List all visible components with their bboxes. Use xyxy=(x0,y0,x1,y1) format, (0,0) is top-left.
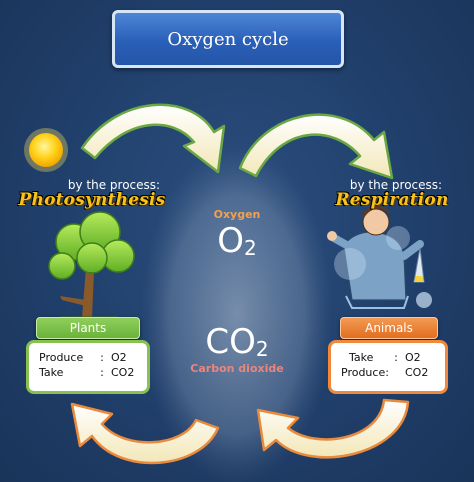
oxygen-group: Oxygen O2 xyxy=(187,208,287,261)
arrow-animals-to-co2 xyxy=(256,398,410,459)
animals-row-produce: Produce: CO2 xyxy=(341,365,435,380)
carbon-dioxide-name: Carbon dioxide xyxy=(190,362,284,375)
row-sep: : xyxy=(394,351,398,364)
arrow-plants-to-oxygen xyxy=(80,103,226,174)
row-key: Take xyxy=(39,366,64,379)
co2-main: CO xyxy=(205,322,256,362)
row-value: CO2 xyxy=(405,366,429,379)
animals-row-take: Take : O2 xyxy=(341,350,435,365)
respiration-label: Respiration xyxy=(335,190,449,210)
arrow-oxygen-to-animals xyxy=(238,113,394,180)
co2-subscript: 2 xyxy=(255,337,269,361)
row-key: Produce: xyxy=(341,366,389,379)
oxygen-name: Oxygen xyxy=(213,208,261,221)
co2-group: CO2 Carbon dioxide xyxy=(177,322,297,375)
o2-formula: O2 xyxy=(187,221,287,261)
row-key: Take xyxy=(349,351,374,364)
page-title: Oxygen cycle xyxy=(167,28,289,50)
row-key: Produce xyxy=(39,351,84,364)
row-value: O2 xyxy=(111,351,127,364)
plants-row-take: Take : CO2 xyxy=(39,365,137,380)
plants-row-produce: Produce : O2 xyxy=(39,350,137,365)
central-gas-oval xyxy=(141,145,333,482)
o2-subscript: 2 xyxy=(244,236,257,260)
animals-info-box: Take : O2 Produce: CO2 xyxy=(328,340,448,394)
scientist-icon xyxy=(327,205,432,309)
arrow-co2-to-plants xyxy=(70,402,220,465)
photosynthesis-label: Photosynthesis xyxy=(18,190,166,210)
plants-tag-label: Plants xyxy=(69,321,107,335)
animals-tag: Animals xyxy=(340,317,438,339)
row-value: CO2 xyxy=(111,366,135,379)
o2-main: O xyxy=(217,221,245,261)
plants-info-box: Produce : O2 Take : CO2 xyxy=(26,340,150,394)
row-sep: : xyxy=(100,351,104,364)
title-banner: Oxygen cycle xyxy=(112,10,344,68)
left-by-process-label: by the process: xyxy=(67,178,161,192)
plants-tag: Plants xyxy=(36,317,140,339)
row-sep: : xyxy=(100,366,104,379)
animals-tag-label: Animals xyxy=(365,321,413,335)
row-value: O2 xyxy=(405,351,421,364)
right-by-process-label: by the process: xyxy=(349,178,443,192)
co2-formula: CO2 xyxy=(177,322,297,362)
sun-icon xyxy=(24,128,68,172)
tree-icon xyxy=(48,211,135,320)
